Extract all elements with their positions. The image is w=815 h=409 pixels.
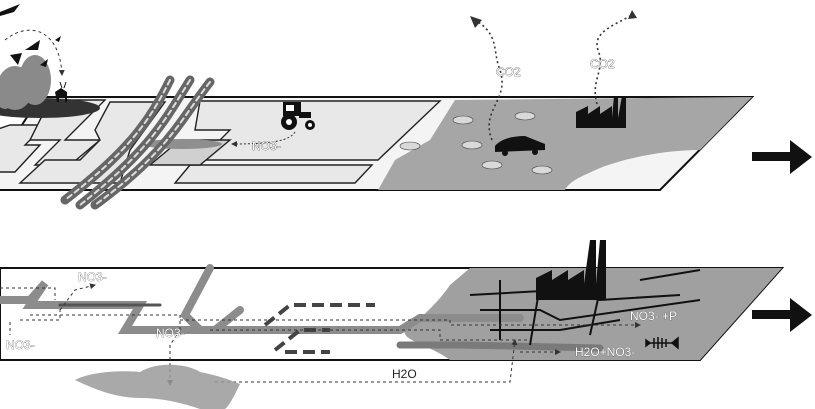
no3-p-label: NO3- +P bbox=[630, 309, 677, 323]
co2-label-left: CO2 bbox=[496, 65, 521, 79]
no3-label-left: NO3- bbox=[6, 338, 35, 352]
co2-arrowhead-left bbox=[470, 16, 482, 28]
no3-label-top: NO3- bbox=[78, 270, 107, 284]
h2o-label: H2O bbox=[392, 367, 417, 381]
top-panel: NO3- CO2 CO2 bbox=[0, 4, 812, 205]
co2-label-right: CO2 bbox=[590, 57, 615, 71]
groundwater-body bbox=[75, 365, 240, 409]
bottom-panel: NO3- NO3- NO3- NO3- +P H2O+NO3- H2O bbox=[0, 240, 812, 409]
arrow-right-icon-bottom bbox=[752, 298, 812, 332]
no3-field-label: NO3- bbox=[252, 139, 281, 153]
no3-label-center: NO3- bbox=[156, 326, 185, 340]
co2-arrowhead-right bbox=[628, 10, 637, 19]
h2o-no3-label: H2O+NO3- bbox=[575, 345, 635, 359]
arrow-right-icon bbox=[752, 140, 812, 174]
